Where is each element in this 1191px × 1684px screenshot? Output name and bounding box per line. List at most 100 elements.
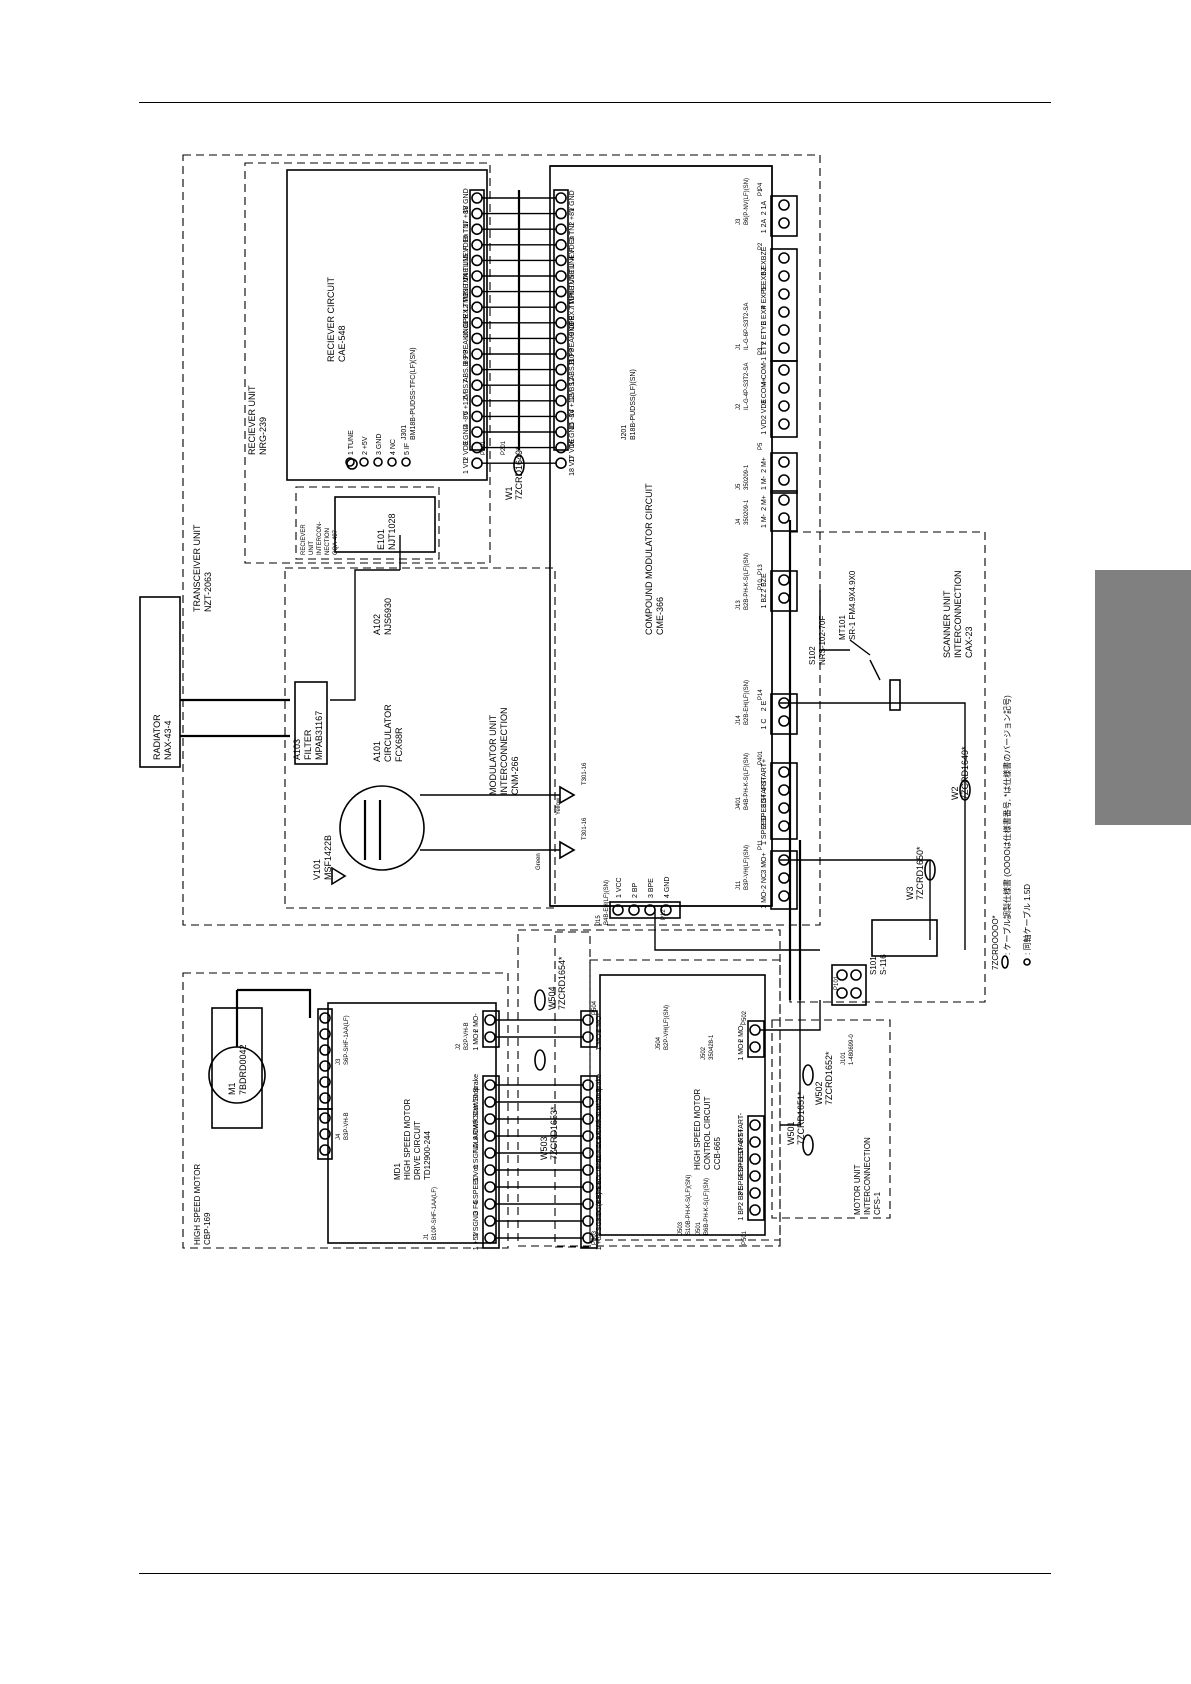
- j501-pin: [749, 1153, 761, 1165]
- j301-pin-label: 2 VDE: [463, 440, 470, 461]
- j301-pin: [471, 394, 483, 407]
- j201-pin: [555, 457, 567, 470]
- a103-filter-box: [294, 681, 328, 765]
- top-rule: [139, 102, 1051, 103]
- j301-pin-label: 18 GND: [463, 188, 470, 213]
- j201-pin: [555, 301, 567, 314]
- j301-pin-label: 14 TUNE.F: [463, 246, 470, 281]
- plug-label: P401: [758, 750, 764, 765]
- j4-md-pin: [319, 1112, 331, 1124]
- j201-pin: [555, 254, 567, 267]
- s102-label: NRS-102-70F: [818, 616, 827, 665]
- j1_md-pin-label: 1 +5V: [473, 1231, 480, 1250]
- j201-pin: [555, 394, 567, 407]
- j501-wire: [780, 1000, 801, 1126]
- plug-label: P13: [758, 564, 764, 575]
- j503-pin-label: 8 CW/CCW: [596, 1104, 603, 1141]
- j302-pin: [359, 457, 369, 467]
- j2-header: [770, 360, 798, 438]
- j101-pin: [850, 987, 862, 999]
- j501-pin-label: 1 BP: [738, 1205, 745, 1221]
- j101-pin: [836, 987, 848, 999]
- j302-pin: [373, 457, 383, 467]
- j14-header: [770, 693, 798, 735]
- j1_top-pin: [778, 342, 790, 354]
- receiver-interconnection-label: INTERCON-: [317, 522, 323, 555]
- j1-md-label: B10P-SHF-1AA(LF): [432, 1187, 438, 1240]
- j301-pin: [471, 441, 483, 454]
- j1-label: IL-G-6P-S3T2-SA: [744, 303, 750, 350]
- j502-pin-label: 1 MO+: [738, 1039, 745, 1060]
- j3-header: [770, 195, 798, 237]
- j301-header: [469, 189, 485, 451]
- j1_md-pin-label: 8 CW/CCW: [473, 1104, 480, 1141]
- j11-pin-label: 1 MO-: [761, 889, 768, 909]
- s102-switch: [849, 639, 871, 656]
- j301-pin-label: 15 VDEn: [463, 234, 470, 262]
- motor-control-box-inner: [599, 974, 766, 1236]
- j302-anchor-pin: [346, 458, 358, 470]
- j13-pin-label: 1 BZ: [761, 593, 768, 609]
- j2_md-pin-label: 2 MO-: [473, 1013, 480, 1033]
- j301-pin: [471, 457, 483, 470]
- j503-label: J503: [678, 1221, 684, 1235]
- j302-pin-label: 5 IF: [404, 443, 411, 455]
- cable-label: W504: [547, 986, 557, 1010]
- plug-label: P502: [742, 1010, 748, 1025]
- j1_top-pin-label: 5 EXBZ: [761, 266, 768, 291]
- j2_md-pin-label: 1 MO+: [473, 1029, 480, 1050]
- j201-pin: [555, 192, 567, 204]
- j1_md-pin: [484, 1232, 496, 1244]
- j1_md-pin-label: 6 SGND: [473, 1143, 480, 1169]
- s102-label: S102: [808, 646, 817, 665]
- s101-switch: [871, 919, 938, 957]
- j13-pin: [778, 592, 790, 604]
- j401-pin: [778, 802, 790, 814]
- j1_md-pin-label: 2 SGND: [473, 1211, 480, 1237]
- j301-pin: [471, 192, 483, 204]
- mt101-label: SR-1 FM4.9X4.9X0: [848, 570, 857, 640]
- j5-header: [770, 452, 798, 494]
- j301-pin-label: 13 TUNE.L: [463, 262, 470, 297]
- j2-pin-label: 3 COM+: [761, 378, 768, 404]
- j1_top-pin-label: 6 EXBZE: [761, 246, 768, 275]
- j302-pin: [345, 457, 355, 467]
- j401-pin-label: 1 SPEED-: [761, 812, 768, 845]
- j15-pin: [612, 904, 624, 916]
- j1_md-pin-label: 9 Start/Stop: [473, 1086, 480, 1123]
- j301-pin: [471, 301, 483, 314]
- j5-label: J5: [736, 483, 742, 490]
- j201-label: J201: [621, 425, 628, 440]
- a102-label: A102: [372, 614, 382, 635]
- j502-pin: [749, 1041, 761, 1053]
- receiver-unit-label: RECIEVER UNIT: [247, 385, 257, 455]
- j14-pin: [778, 697, 790, 709]
- j201-pin-label: 10 PEAKING: [569, 321, 576, 362]
- j401-label: B4B-PH-K-S(LF)(SN): [744, 753, 750, 810]
- t301-terminal: [559, 785, 576, 805]
- j3-pin: [778, 217, 790, 229]
- coax-marker-icon: [802, 1134, 814, 1156]
- j1_md-pin-label: 3 FG: [473, 1199, 480, 1215]
- j13-label: J13: [736, 600, 742, 610]
- j502-header: [747, 1020, 765, 1058]
- j301-pin-label: 4 -8V: [463, 411, 470, 428]
- motor-interconnect-strip: [554, 931, 591, 1248]
- j3-pin: [778, 199, 790, 211]
- j201-pin: [555, 270, 567, 282]
- j504-pin: [582, 1031, 594, 1043]
- j1_md-pin-label: 7 ALARM: [473, 1124, 480, 1154]
- j503-pin: [582, 1079, 594, 1091]
- j4-md-label: B3P-VH-B: [344, 1112, 350, 1140]
- m1-label: M1: [227, 1082, 237, 1095]
- receiver-interconnection-label: UNIT: [309, 541, 315, 555]
- cable-label: 7ZCRD1650*: [915, 846, 925, 900]
- j5-pin-label: 2 M+: [761, 457, 768, 473]
- j201-pin: [555, 332, 567, 345]
- cable-label: 7ZCRD1649*: [514, 446, 524, 500]
- rf-wire: [330, 569, 400, 701]
- md1-label: HIGH SPEED MOTOR: [403, 1099, 412, 1180]
- j503-pin: [582, 1130, 594, 1142]
- j1_md-pin: [484, 1181, 496, 1193]
